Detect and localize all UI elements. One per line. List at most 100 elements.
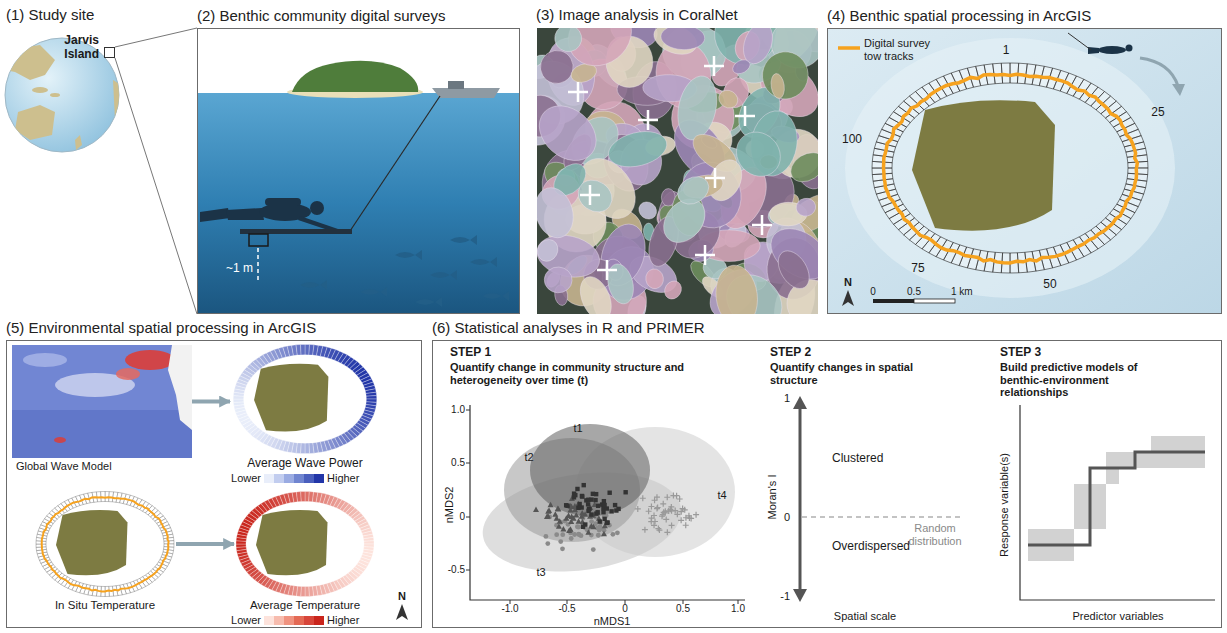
temperature-segment xyxy=(296,492,301,502)
point-cross xyxy=(704,56,724,76)
axis-tick: 0 xyxy=(784,511,790,524)
morans-plot xyxy=(793,396,962,602)
data-point xyxy=(609,509,613,513)
data-point xyxy=(613,503,617,507)
step-heading: STEP 1 xyxy=(450,346,491,360)
axis-tick: 0 xyxy=(622,603,628,615)
data-point xyxy=(593,498,597,502)
axis-tick: 1 xyxy=(784,392,790,405)
survey-scene xyxy=(450,235,477,245)
panel-box: (5) Environmental spatial processing in … xyxy=(6,340,422,628)
point-cross xyxy=(752,215,772,235)
data-point xyxy=(683,522,689,528)
nmds-plot xyxy=(530,424,650,516)
transect-map xyxy=(914,299,955,303)
data-point xyxy=(575,501,581,507)
colorbar-label: Lower xyxy=(231,614,261,627)
transect-number: 75 xyxy=(911,262,924,276)
morans-plot xyxy=(799,404,802,594)
colorbar xyxy=(284,616,294,625)
axis-title: nMDS1 xyxy=(594,615,631,628)
transect-number: 1 xyxy=(1003,44,1010,58)
temperature-segment xyxy=(305,586,309,596)
data-point xyxy=(669,522,675,528)
data-point xyxy=(596,533,601,538)
data-point xyxy=(686,513,692,519)
data-point xyxy=(607,491,611,495)
data-point xyxy=(545,541,550,546)
tow-track xyxy=(42,497,169,591)
coral-colony xyxy=(574,272,617,314)
step-description: Build predictive models of benthic-envir… xyxy=(1000,361,1165,399)
survey-scene xyxy=(470,257,497,267)
data-point xyxy=(597,528,602,533)
group-label: t4 xyxy=(717,489,726,502)
legend-text: Digital survey tow tracks xyxy=(864,37,949,62)
colorbar xyxy=(274,474,284,483)
axis-tick: 0 xyxy=(459,511,465,523)
coral-colony xyxy=(660,28,705,51)
photo-panel: (3) Image analysis in CoralNet xyxy=(537,28,818,314)
wave-model-map xyxy=(12,345,192,458)
diver-icon xyxy=(1088,47,1099,54)
ring-map: Average Wave Power xyxy=(230,342,380,456)
data-point xyxy=(573,512,579,518)
wave-segment xyxy=(233,399,244,402)
data-point xyxy=(558,539,563,544)
data-point xyxy=(552,511,558,517)
coral-colony xyxy=(770,73,786,100)
wave-segment xyxy=(309,443,314,454)
data-point xyxy=(577,532,582,537)
wave-model-map xyxy=(125,350,175,370)
connector xyxy=(115,28,197,47)
coral-photo xyxy=(537,28,818,314)
data-point xyxy=(682,507,688,513)
model-plot xyxy=(1020,405,1215,600)
data-point xyxy=(585,529,591,535)
step-description: Quantify change in community structure a… xyxy=(450,361,700,386)
wave-model-map xyxy=(12,345,192,458)
island-shape xyxy=(912,100,1055,230)
data-point xyxy=(548,502,554,508)
colorbar xyxy=(304,474,314,483)
ring-map: In Situ Temperature xyxy=(34,489,176,599)
survey-scene xyxy=(257,248,259,281)
point-cross xyxy=(638,110,658,130)
globe xyxy=(5,45,121,165)
zone-label: Clustered xyxy=(832,452,883,466)
transect-map xyxy=(828,29,1221,313)
data-point xyxy=(642,527,648,533)
axis-title: Moran's I xyxy=(766,475,779,520)
axis-tick: -0.5 xyxy=(558,603,575,615)
colorbar xyxy=(314,474,324,483)
diver-icon xyxy=(1098,46,1126,54)
data-point xyxy=(555,506,561,512)
axis-tick: -1.0 xyxy=(501,603,518,615)
data-point xyxy=(648,519,654,525)
data-point xyxy=(656,527,662,533)
point-cross xyxy=(597,260,617,280)
data-point xyxy=(635,506,641,512)
data-point xyxy=(598,519,602,523)
transect-number: 25 xyxy=(1151,106,1164,120)
data-point xyxy=(677,496,683,502)
transect-map xyxy=(872,63,1148,273)
connector xyxy=(192,400,230,404)
data-point xyxy=(587,507,591,511)
data-point xyxy=(654,506,660,512)
data-point xyxy=(602,517,606,521)
point-cross xyxy=(705,168,725,188)
data-point xyxy=(595,510,599,514)
data-point xyxy=(566,512,572,518)
wave-segment xyxy=(301,443,306,454)
coral-colony xyxy=(712,263,760,314)
data-point xyxy=(605,521,609,525)
wave-model-map xyxy=(168,345,192,430)
colorbar-label: Lower xyxy=(231,472,261,485)
survey-scene xyxy=(200,198,338,232)
temperature-segment xyxy=(309,586,314,596)
data-point xyxy=(554,532,559,537)
point-cross xyxy=(568,56,772,280)
transect-map xyxy=(845,38,1175,298)
panel-heading: (3) Image analysis in CoralNet xyxy=(536,6,738,23)
